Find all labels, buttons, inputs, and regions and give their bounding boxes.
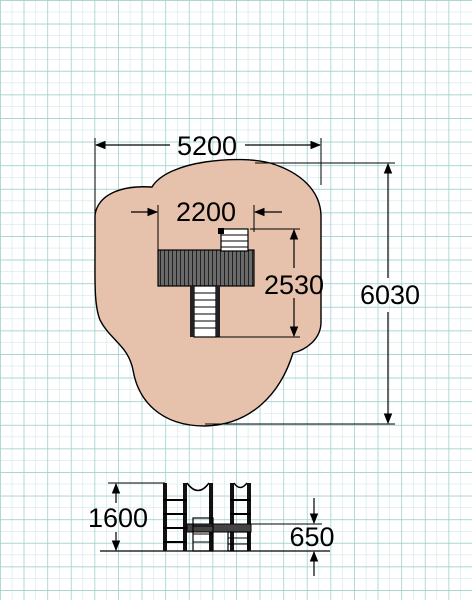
play-structure-elevation (163, 482, 252, 552)
play-structure-plan (157, 228, 255, 338)
dimension-platform-height: 650 (251, 498, 335, 576)
structure-width-label: 2200 (176, 197, 236, 227)
elevation-view: 1600 650 (88, 482, 335, 576)
platform-height-label: 650 (289, 522, 334, 552)
lower-stair (193, 285, 217, 338)
elevation-deck (186, 523, 252, 533)
dimension-structure-width: 2200 (131, 197, 282, 252)
overall-depth-label: 6030 (360, 280, 420, 310)
structure-depth-label: 2530 (264, 270, 324, 300)
deck-platform (157, 249, 255, 287)
dimension-height: 1600 (88, 482, 165, 552)
dimension-overall-depth: 6030 (205, 162, 420, 425)
dimension-structure-depth: 2530 (216, 228, 324, 338)
height-label: 1600 (88, 503, 148, 533)
upper-ladder (220, 228, 249, 252)
dimension-overall-width: 5200 (94, 131, 322, 230)
roof-post (218, 228, 224, 234)
overall-width-label: 5200 (177, 131, 237, 161)
plan-view: 5200 6030 2200 2530 (94, 131, 420, 427)
